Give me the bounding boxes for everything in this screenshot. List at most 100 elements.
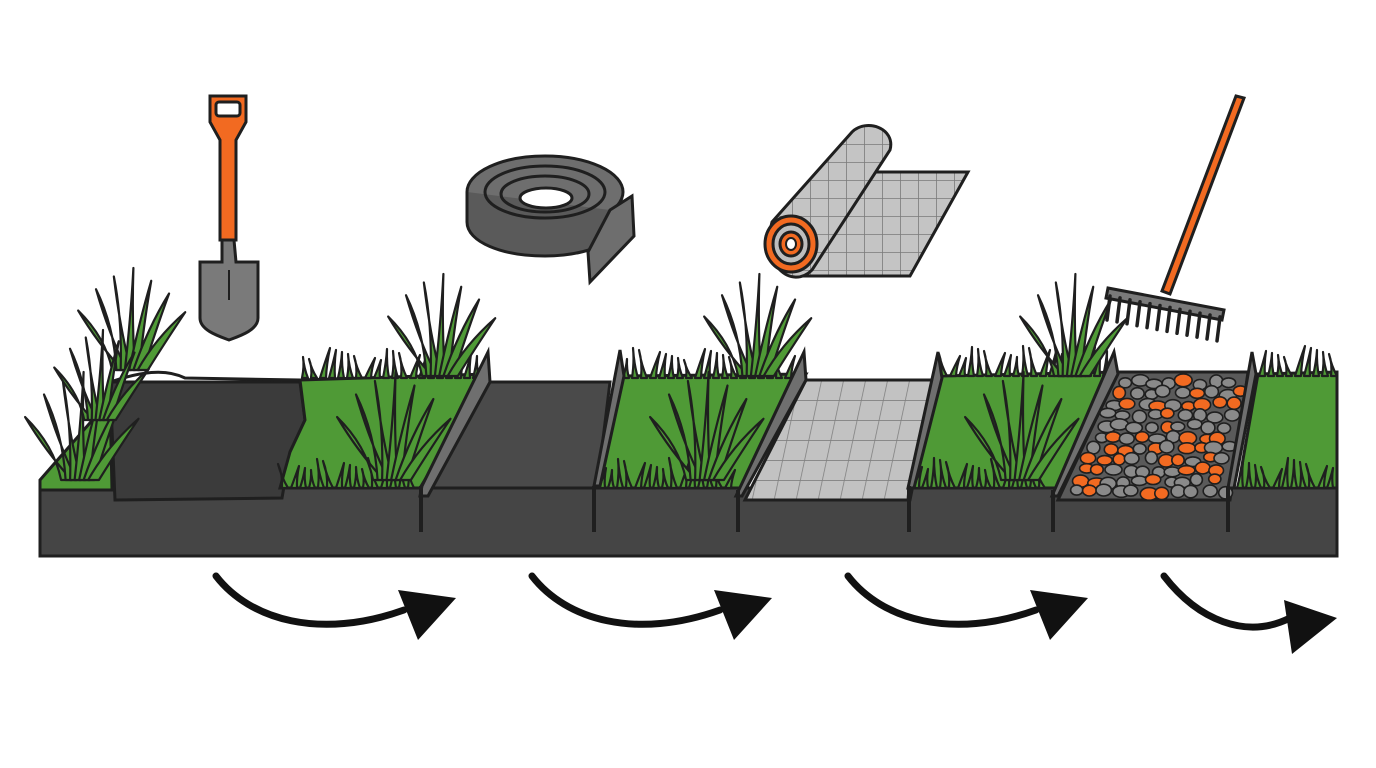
grass-blade [1275,353,1285,378]
grass-blade [352,354,364,380]
grass-blade [1244,461,1254,490]
gravel-stone [1103,442,1119,456]
grass-blade [982,393,1018,482]
gravel-stone [1104,430,1122,443]
grass-blade [660,467,670,490]
grass-blade [94,288,128,372]
grass-blade [363,356,377,380]
gravel-stone [1189,472,1204,487]
gravel-stone [1129,386,1145,400]
grass-blade [657,352,668,380]
gravel-stone [1099,407,1117,419]
rake-icon [1104,94,1246,343]
gravel-stone [1223,408,1241,422]
grass-blade [929,456,939,490]
grass-blade [1282,355,1294,378]
gravel-stone [1182,484,1199,499]
gravel-stone [1153,486,1170,501]
grass-blade [983,468,993,490]
grass-blade [1257,349,1268,378]
grass-blade [727,355,739,380]
edging-strip-1 [418,346,492,532]
rake-tooth [1165,305,1172,334]
grass-blade [53,366,95,422]
grass-blade [723,468,737,490]
gravel-stone [1177,442,1197,455]
grass-blade [1304,462,1317,490]
gravel-stone [1096,454,1113,466]
gravel-stone [1081,484,1097,497]
grass-blade [974,466,984,490]
gravel-stone [1177,464,1196,476]
grass-blade [956,462,969,490]
gravel-stone [1159,407,1175,420]
grass-blade [321,459,335,490]
grass-blade [1259,465,1272,490]
edging-roll-icon [465,154,636,286]
grass-blade [1302,346,1313,378]
gravel-stone [1186,418,1203,430]
gravel-stone [1216,422,1232,435]
grass-blade [300,355,310,380]
grass-blade [1266,351,1276,378]
rake-tooth [1145,301,1152,330]
gravel-stone [1112,385,1127,400]
grass-blade [606,468,616,490]
grass-blade [622,459,634,490]
gravel-stone [1203,384,1220,399]
grass-blade [948,354,962,378]
gravel-stone [1206,411,1224,424]
grass-blade [397,351,409,380]
grass-blade [720,294,754,378]
grass-blade [993,351,1007,378]
grass-blade [387,315,434,378]
grass-blade [1036,294,1070,378]
rake-tooth [1135,299,1142,328]
step-arrows [212,572,1337,654]
gravel-stone [1213,451,1230,465]
step-arrow-4 [1160,572,1337,654]
grass-blade [1011,355,1021,378]
grass-blade [938,458,948,490]
grass-blade [1271,467,1284,490]
gravel-stone [1177,408,1194,422]
gravel-stone [1220,377,1237,389]
gravel-stone [1144,473,1162,486]
rake-tooth [1155,303,1162,332]
grass-blade [336,350,346,380]
grass-blade [1019,315,1066,378]
grass-blade [289,464,301,490]
grass-blade [105,367,150,422]
gravel-stone [1173,373,1193,388]
grass-blade [24,415,73,482]
grass-blade [975,347,985,378]
gravel-stone [1226,396,1242,411]
gravel-stone [1170,421,1186,432]
grass-blade [648,350,662,380]
grass-blade [1253,463,1263,490]
gravel-stone [1158,439,1175,454]
grass-blade [630,346,640,380]
grass-blade [298,466,308,490]
grass-blade [957,356,968,378]
gravel-stone [1194,461,1211,475]
grass-blade [345,352,355,380]
gravel-stone [1104,463,1123,476]
gravel-stone [1171,453,1186,467]
grass-blade [1235,459,1245,490]
grass-blade [1289,458,1299,490]
grass-blade [336,415,385,482]
shovel-icon [198,94,260,342]
grass-blade [675,356,685,380]
grass-blade [307,468,317,490]
grass-blade [276,462,290,490]
grass-blade [1020,344,1030,378]
gravel-stone [1212,395,1228,409]
grass-blade [682,358,694,380]
grass-blade [982,349,994,378]
gravel-stone [1202,484,1218,498]
gravel-stone [1123,451,1140,466]
step-arrow-2 [528,572,772,640]
rake-tooth [1195,311,1202,339]
gravel-stone [1144,421,1159,434]
